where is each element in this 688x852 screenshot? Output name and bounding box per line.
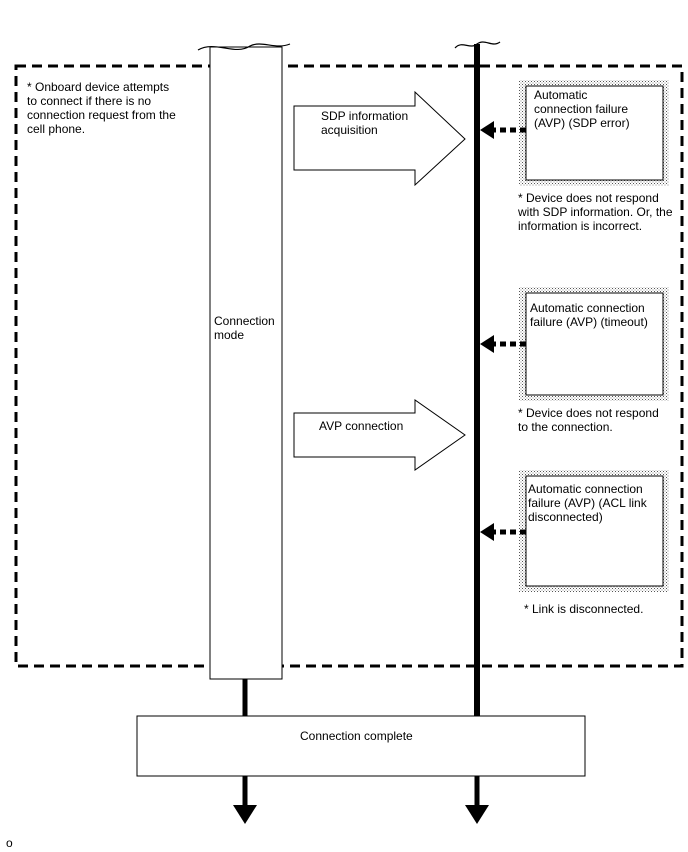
failure-2-note: * Device does not respond to the connect… (518, 406, 659, 434)
dashed-boundary (14, 64, 684, 668)
failure-box-2 (525, 292, 664, 396)
output-arrowhead-left (233, 805, 257, 824)
onboard-device-note: * Onboard device attempts to connect if … (27, 80, 176, 136)
corner-mark: o (6, 836, 13, 850)
failure-box-1 (525, 85, 664, 181)
connection-mode-label: Connection mode (214, 314, 275, 342)
failure-box-3 (525, 475, 664, 587)
connection-complete-label: Connection complete (300, 729, 413, 743)
connection-mode-break-mark (197, 43, 291, 51)
failure-1-note: * Device does not respond with SDP infor… (518, 191, 673, 233)
output-arrowhead-right (465, 805, 489, 824)
failure-arrow-1-head (480, 121, 494, 139)
timeline-break-mark (454, 41, 501, 49)
connection-complete-box (136, 715, 586, 777)
avp-arrow-label: AVP connection (319, 419, 404, 433)
failure-1-title: Automatic connection failure (AVP) (SDP … (534, 88, 630, 130)
connection-mode-column (209, 46, 283, 680)
avp-block-arrow (293, 399, 466, 471)
failure-arrow-2-head (480, 335, 494, 353)
failure-arrow-3-head (480, 523, 494, 541)
failure-3-note: * Link is disconnected. (524, 602, 644, 616)
failure-2-title: Automatic connection failure (AVP) (time… (530, 301, 648, 329)
failure-3-title: Automatic connection failure (AVP) (ACL … (528, 482, 647, 524)
sdp-block-arrow (293, 90, 466, 187)
sdp-arrow-label: SDP information acquisition (321, 109, 409, 137)
